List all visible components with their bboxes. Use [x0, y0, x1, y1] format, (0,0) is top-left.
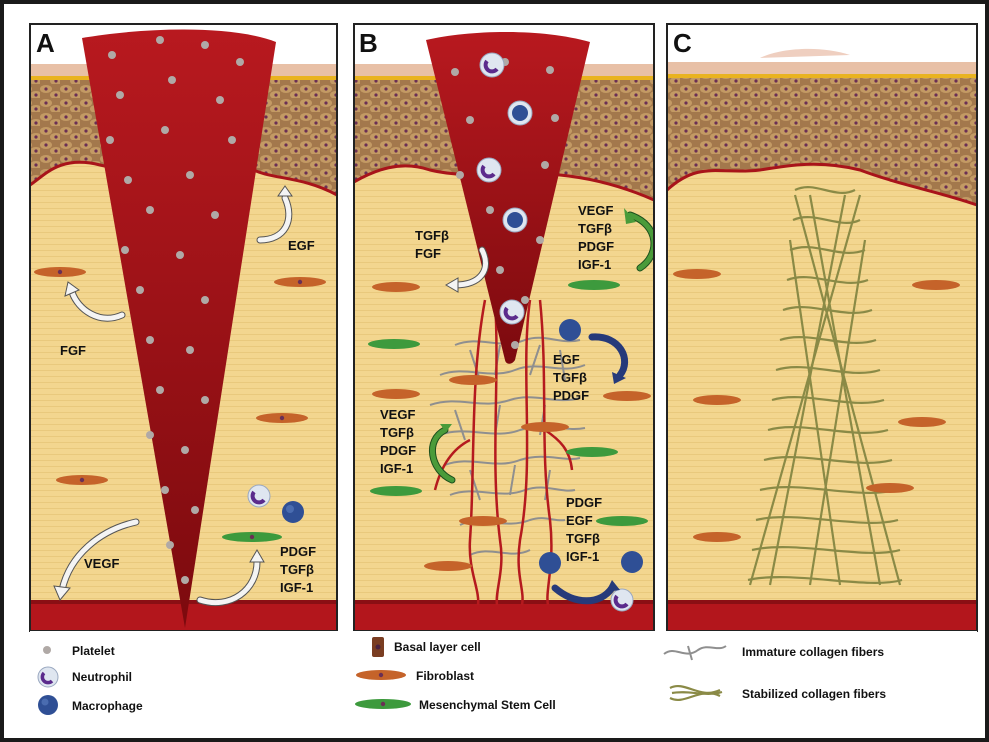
legend: Platelet Neutrophil Macrophage Basal lay…	[30, 631, 977, 727]
platelet-icon	[43, 646, 51, 654]
mesenchymal-stem-cell-icon	[355, 699, 411, 709]
legend-neutrophil: Neutrophil	[72, 670, 132, 684]
factor-a-fgf: FGF	[60, 343, 86, 358]
panel-a	[30, 24, 337, 631]
factor-a-vegf: VEGF	[84, 556, 119, 571]
legend-fibroblast: Fibroblast	[416, 669, 474, 683]
legend-basal-layer-cell: Basal layer cell	[394, 640, 481, 654]
legend-platelet: Platelet	[72, 644, 115, 658]
legend-stabilized-collagen: Stabilized collagen fibers	[742, 687, 886, 701]
macrophage-icon	[38, 695, 58, 715]
legend-macrophage: Macrophage	[72, 699, 143, 713]
factor-a-egf: EGF	[288, 238, 315, 253]
neutrophil-icon	[38, 667, 58, 687]
legend-immature-collagen: Immature collagen fibers	[742, 645, 884, 659]
panel-label-a: A	[36, 28, 55, 58]
basal-layer-cell-icon	[372, 637, 384, 657]
legend-mesenchymal-stem-cell: Mesenchymal Stem Cell	[419, 698, 556, 712]
panel-label-b: B	[359, 28, 378, 58]
panel-b	[354, 24, 654, 631]
fibroblast-icon	[356, 670, 406, 680]
panel-label-c: C	[673, 28, 692, 58]
panel-c	[667, 24, 977, 631]
